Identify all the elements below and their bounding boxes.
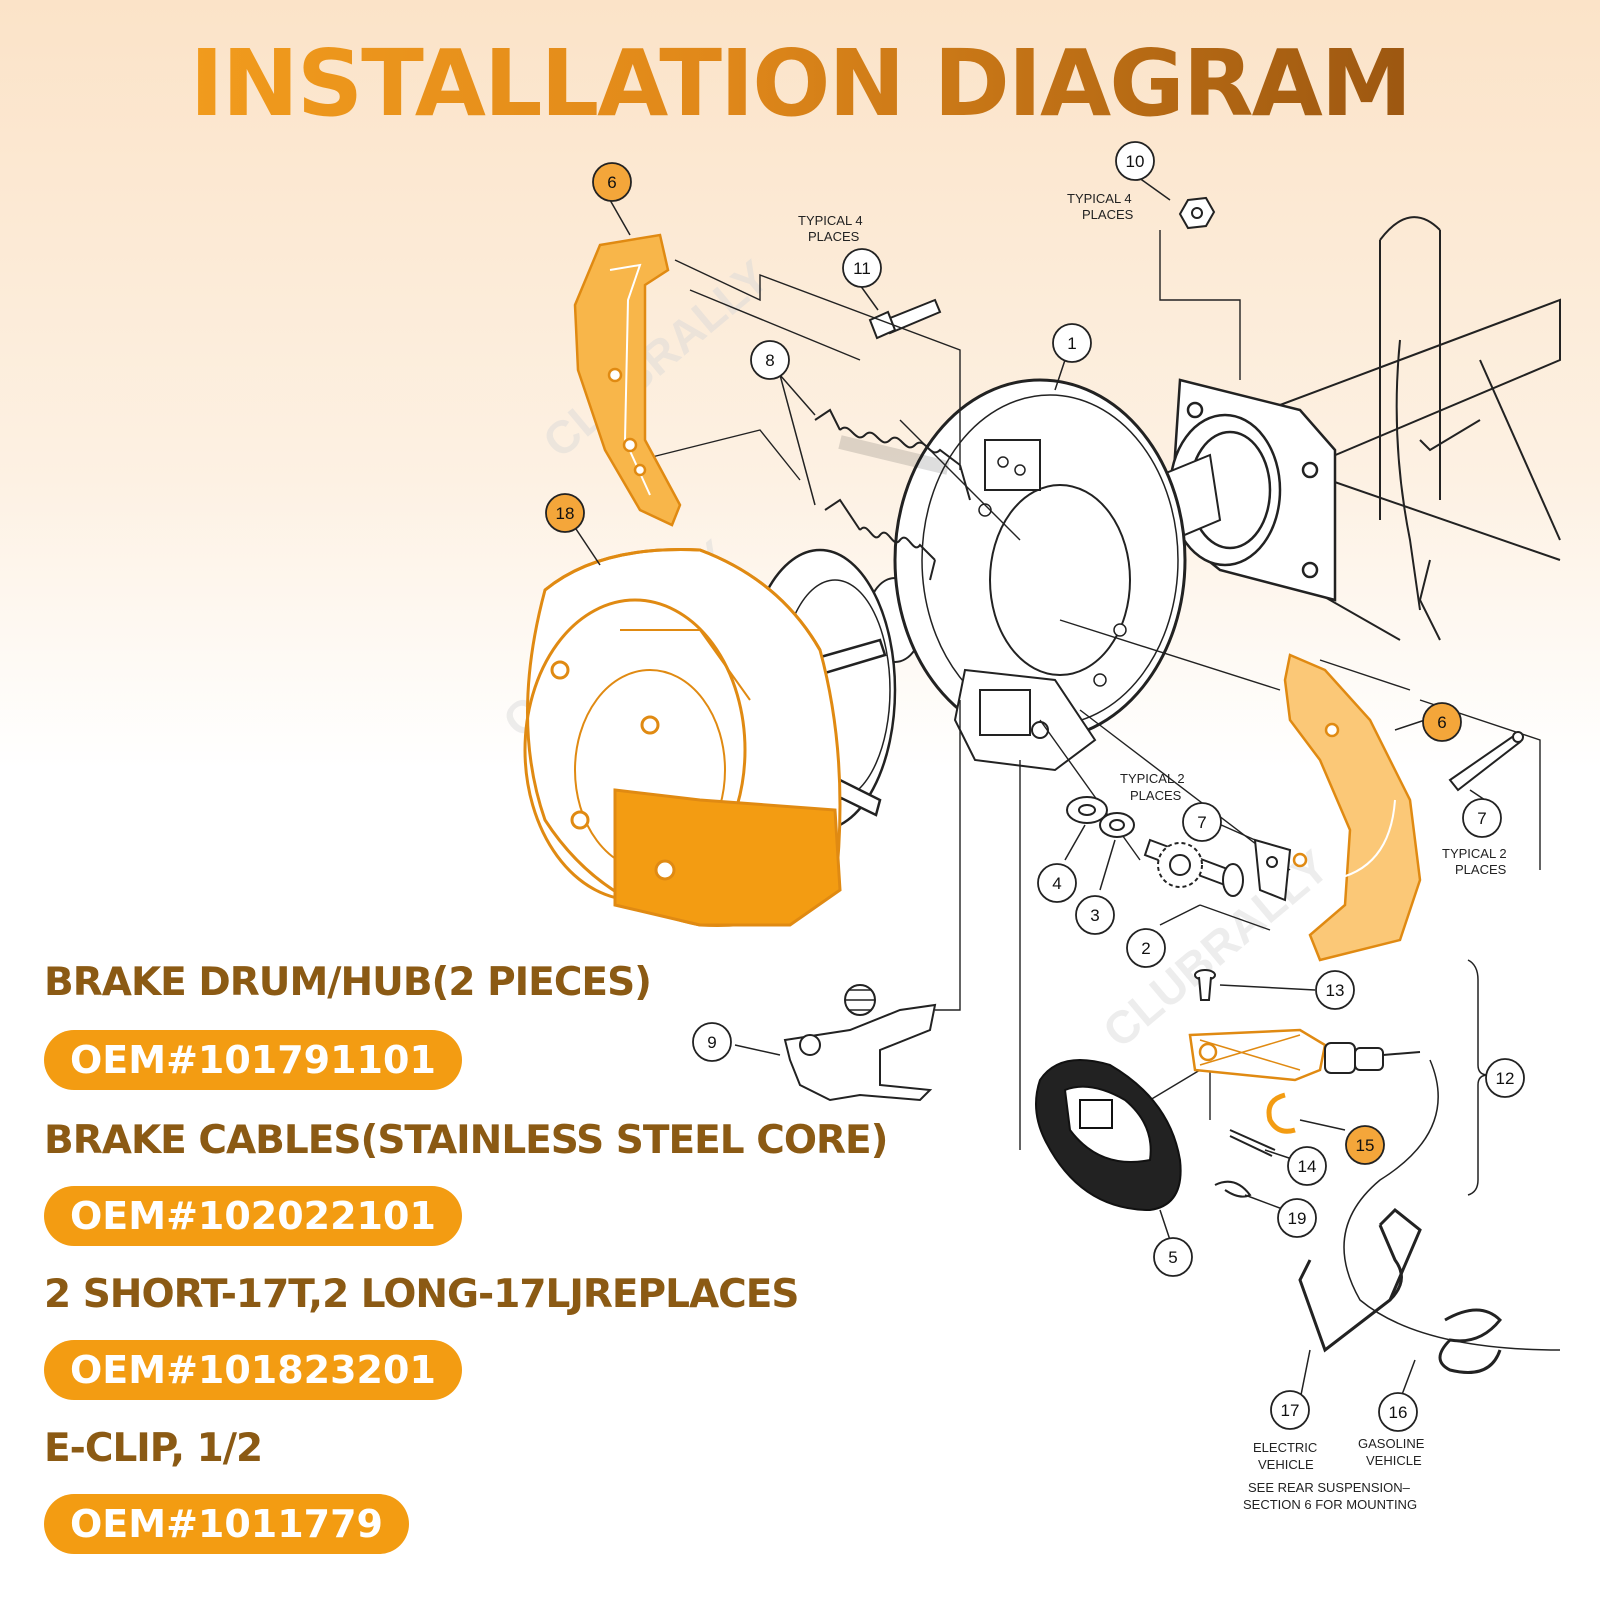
callout-circle-1 — [1052, 323, 1092, 363]
brake-shoe-top — [573, 233, 682, 527]
callout-number-12: 12 — [1496, 1069, 1515, 1088]
callout-number-6: 6 — [607, 173, 616, 192]
callout-number-14: 14 — [1298, 1157, 1317, 1176]
callout-circle-7 — [1462, 798, 1502, 838]
part-name-2: BRAKE CABLES(STAINLESS STEEL CORE) — [44, 1118, 888, 1163]
callout-circle-4 — [1037, 863, 1077, 903]
callout-circle-14 — [1287, 1146, 1327, 1186]
callout-number-8: 8 — [765, 351, 774, 370]
cable-clevis — [1188, 1028, 1327, 1082]
note-see: SEE REAR SUSPENSION– — [1248, 1480, 1411, 1495]
oem-badge-1: OEM#101791101 — [44, 1030, 462, 1090]
clip-7-small — [1253, 838, 1292, 902]
adjuster-bracket — [953, 668, 1097, 772]
part-name-1: BRAKE DRUM/HUB(2 PIECES) — [44, 960, 652, 1005]
callout-circle-3 — [1075, 895, 1115, 935]
callout-number-17: 17 — [1281, 1401, 1300, 1420]
callout-circle-17 — [1270, 1390, 1310, 1430]
page-title: INSTALLATION DIAGRAM — [0, 30, 1600, 137]
callout-number-9: 9 — [707, 1033, 716, 1052]
rubber-boot — [1035, 1059, 1182, 1212]
callout-circle-10 — [1115, 141, 1155, 181]
callout-circle-2 — [1126, 928, 1166, 968]
backing-plate — [893, 378, 1187, 742]
callout-circle-7 — [1182, 802, 1222, 842]
adjuster-screw — [1143, 838, 1244, 897]
washers — [1066, 796, 1135, 838]
callout-number-5: 5 — [1168, 1248, 1177, 1267]
callout-number-18: 18 — [556, 504, 575, 523]
note-gasoline-2: VEHICLE — [1366, 1453, 1422, 1468]
callout-number-16: 16 — [1389, 1403, 1408, 1422]
callout-circle-11 — [842, 248, 882, 288]
springs-16-17 — [1298, 1207, 1503, 1374]
callout-number-4: 4 — [1052, 874, 1061, 893]
bolt-11 — [868, 298, 942, 340]
callout-number-7: 7 — [1197, 813, 1206, 832]
note-electric: ELECTRIC — [1253, 1440, 1317, 1455]
part-name-3: 2 SHORT-17T,2 LONG-17LJREPLACES — [44, 1272, 800, 1317]
callout-circle-15 — [1345, 1125, 1385, 1165]
oem-badge-3: OEM#101823201 — [44, 1340, 462, 1400]
bracket-12 — [1467, 959, 1489, 1196]
callout-number-11: 11 — [853, 259, 871, 278]
brake-shoe-right — [1283, 653, 1422, 962]
note-electric-2: VEHICLE — [1258, 1457, 1314, 1472]
brake-drum — [523, 548, 842, 928]
oem-badge-4: OEM#1011779 — [44, 1494, 409, 1554]
diagram-notes: TYPICAL 4 PLACES TYPICAL 4 PLACES TYPICA… — [798, 191, 1507, 1512]
note-typical2-b-2: PLACES — [1455, 862, 1507, 877]
clevis-pin-13 — [1194, 969, 1216, 1001]
callout-circle-19 — [1277, 1198, 1317, 1238]
axle-frame — [1239, 216, 1561, 641]
callout-number-2: 2 — [1141, 939, 1150, 958]
callout-circle-6 — [592, 162, 632, 202]
callout-circle-6 — [1422, 702, 1462, 742]
note-typical2-a-2: PLACES — [1130, 788, 1182, 803]
callout-circle-18 — [545, 493, 585, 533]
callout-circle-9 — [692, 1022, 732, 1062]
callout-number-6: 6 — [1437, 713, 1446, 732]
callout-circle-13 — [1315, 970, 1355, 1010]
note-typical4-b: TYPICAL 4 — [1067, 191, 1132, 206]
callout-number-7: 7 — [1477, 809, 1486, 828]
callout-number-3: 3 — [1090, 906, 1099, 925]
note-see-2: SECTION 6 FOR MOUNTING — [1243, 1497, 1417, 1512]
note-typical4-a: TYPICAL 4 — [798, 213, 863, 228]
hairpin-19 — [1214, 1180, 1252, 1198]
callout-number-1: 1 — [1067, 334, 1076, 353]
part-name-4: E-CLIP, 1/2 — [44, 1426, 263, 1471]
callout-number-10: 10 — [1126, 152, 1145, 171]
callout-number-13: 13 — [1326, 981, 1345, 1000]
cotter-pin-14 — [1229, 1129, 1276, 1157]
callout-circle-16 — [1378, 1392, 1418, 1432]
callout-leaders — [569, 174, 1505, 1401]
lever-9 — [783, 984, 937, 1102]
note-typical4-b-2: PLACES — [1082, 207, 1134, 222]
cable-end — [1324, 1042, 1561, 1351]
callout-number-19: 19 — [1288, 1209, 1307, 1228]
exploded-lines — [639, 230, 1541, 1150]
note-typical2-b: TYPICAL 2 — [1442, 846, 1507, 861]
callout-circle-8 — [750, 340, 790, 380]
e-clip — [1266, 1092, 1296, 1134]
pin-7 — [1448, 731, 1524, 792]
note-typical2-a: TYPICAL 2 — [1120, 771, 1185, 786]
nut-10 — [1178, 196, 1216, 230]
note-typical4-a-2: PLACES — [808, 229, 860, 244]
callout-number-15: 15 — [1356, 1136, 1375, 1155]
callout-circle-5 — [1153, 1237, 1193, 1277]
oem-badge-2: OEM#102022101 — [44, 1186, 462, 1246]
callout-circle-12 — [1485, 1058, 1525, 1098]
note-gasoline: GASOLINE — [1358, 1436, 1425, 1451]
